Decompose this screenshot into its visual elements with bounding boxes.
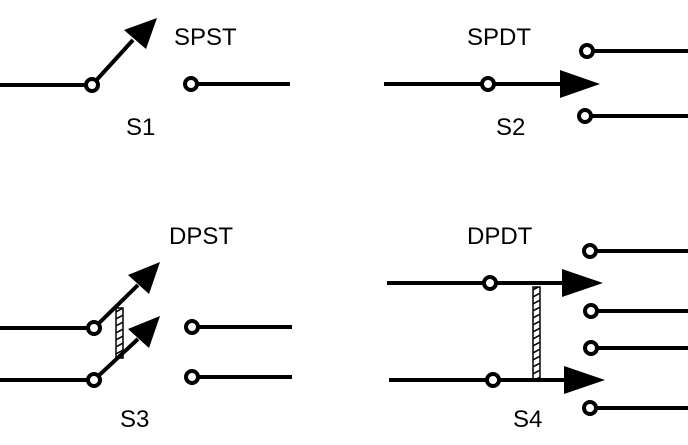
- spdt-lower-terminal: [577, 108, 593, 124]
- dpst-upper-blade: [92, 283, 140, 330]
- dpst-type-label: DPST: [169, 223, 233, 250]
- dpst-switch: DPST S3: [0, 223, 292, 433]
- dpdt-output-terminal-3: [583, 340, 599, 356]
- dpdt-lower-arrowhead: [564, 366, 605, 394]
- spst-switch: SPST S1: [0, 18, 290, 141]
- dpdt-switch: DPDT S4: [387, 223, 688, 433]
- s1-name-label: S1: [126, 114, 155, 141]
- dpst-upper-pivot-terminal: [86, 320, 102, 336]
- dpst-lower-output-terminal: [184, 369, 200, 385]
- dpdt-type-label: DPDT: [467, 223, 533, 250]
- dpst-upper-output-terminal: [184, 319, 200, 335]
- dpst-lower-arrowhead: [128, 316, 160, 348]
- spdt-upper-terminal: [579, 43, 595, 59]
- spdt-pivot-terminal: [480, 76, 496, 92]
- spst-type-label: SPST: [174, 24, 237, 51]
- dpdt-gang-link: [532, 286, 541, 380]
- dpdt-output-terminal-4: [582, 400, 598, 416]
- s3-name-label: S3: [120, 406, 149, 433]
- dpdt-output-terminal-1: [582, 243, 598, 259]
- spst-output-terminal: [183, 76, 199, 92]
- dpst-lower-blade: [92, 337, 140, 382]
- dpst-upper-arrowhead: [128, 262, 160, 294]
- dpdt-upper-pivot-terminal: [482, 275, 498, 291]
- s2-name-label: S2: [496, 114, 525, 141]
- dpdt-upper-arrowhead: [562, 269, 603, 297]
- dpst-gang-link: [115, 307, 124, 359]
- dpdt-lower-pivot-terminal: [485, 372, 501, 388]
- s4-name-label: S4: [513, 406, 542, 433]
- spdt-type-label: SPDT: [467, 24, 531, 51]
- spdt-switch: SPDT S2: [384, 24, 688, 141]
- spdt-blade-arrowhead: [560, 70, 600, 98]
- spst-blade: [90, 38, 135, 87]
- spst-blade-arrowhead: [124, 18, 157, 49]
- spst-pivot-terminal: [84, 77, 100, 93]
- dpst-lower-pivot-terminal: [86, 372, 102, 388]
- dpdt-output-terminal-2: [583, 303, 599, 319]
